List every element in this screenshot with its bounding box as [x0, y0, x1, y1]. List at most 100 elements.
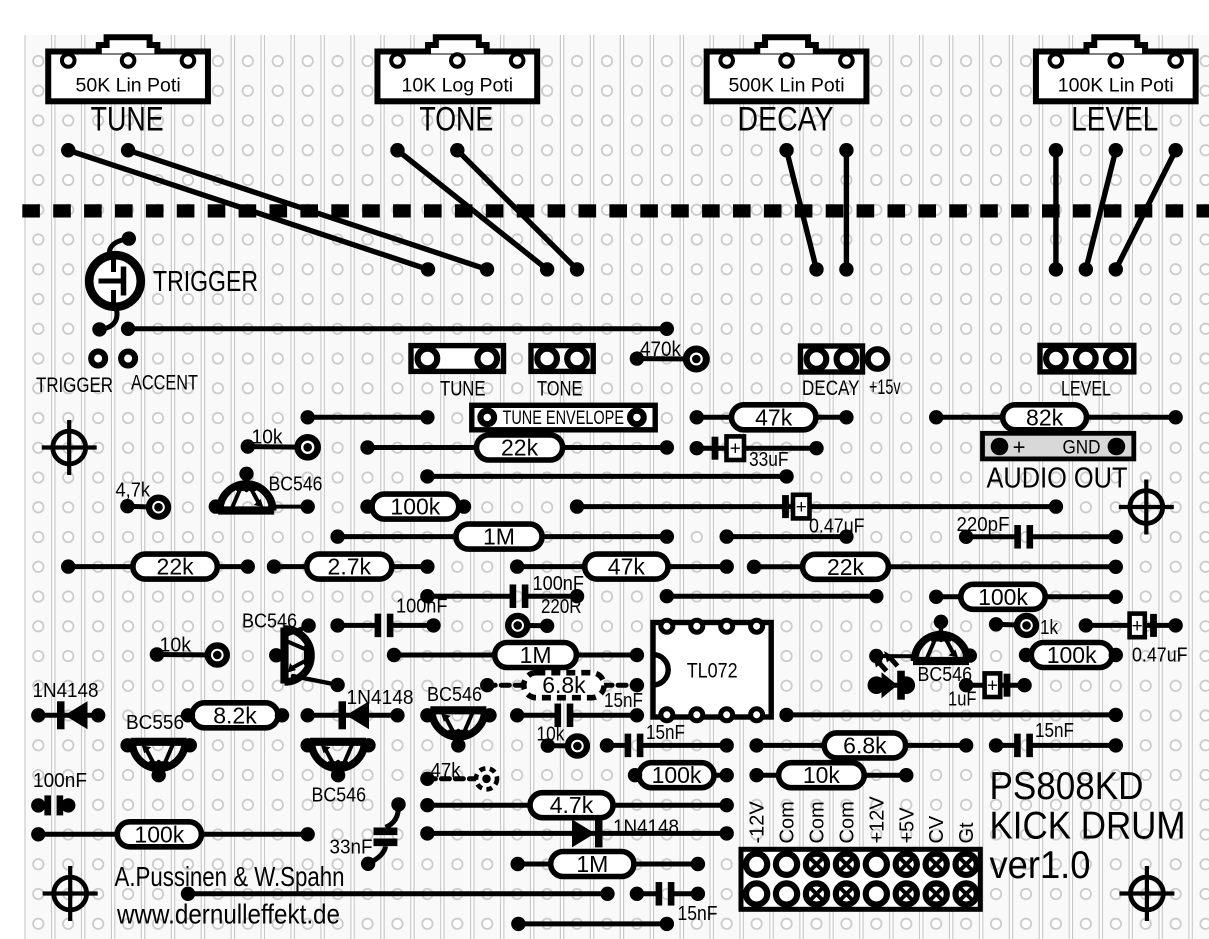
component-label: 33nF	[330, 836, 373, 859]
resistor-1M	[386, 639, 645, 671]
board-hole	[1049, 471, 1063, 484]
board-hole	[271, 54, 284, 68]
capacitor-100nF	[420, 584, 585, 608]
board-hole	[151, 292, 165, 306]
pad	[477, 407, 498, 428]
board-hole	[361, 233, 374, 246]
board-hole	[720, 292, 733, 306]
board-hole	[1199, 709, 1209, 722]
solder-dot	[929, 410, 944, 425]
pad-ring	[118, 348, 139, 369]
board-hole	[421, 233, 434, 246]
board-hole	[1019, 173, 1033, 187]
board-hole	[181, 590, 195, 603]
board-hole	[241, 679, 254, 692]
board-hole	[1199, 114, 1209, 127]
board-hole	[32, 887, 45, 901]
board-hole	[391, 352, 404, 365]
solder-dot	[869, 648, 884, 664]
board-hole	[1019, 114, 1033, 127]
board-hole	[1199, 917, 1209, 930]
board-hole	[750, 322, 763, 335]
separator-dash	[53, 204, 71, 218]
board-hole	[241, 590, 254, 603]
mounting-hole-crosshair	[1118, 479, 1174, 535]
capacitor-1uF: +	[958, 671, 1032, 700]
ic-pad	[718, 617, 736, 635]
component-label: BC546	[918, 664, 973, 686]
board-hole	[600, 768, 614, 782]
solder-dot	[90, 708, 106, 723]
solder-dot	[509, 559, 525, 574]
solder-dot	[659, 321, 675, 336]
solder-dot	[513, 621, 522, 630]
board-hole	[630, 114, 644, 127]
board-hole	[92, 233, 105, 246]
trigger-jack: TRIGGER	[84, 231, 258, 337]
board-hole	[989, 144, 1003, 157]
board-hole	[960, 798, 973, 811]
board-hole	[960, 441, 973, 454]
board-hole	[750, 382, 763, 395]
board-hole	[151, 530, 165, 544]
board-hole	[1019, 54, 1033, 68]
board-hole	[960, 114, 973, 127]
board-hole	[181, 768, 195, 782]
board-hole	[1049, 858, 1063, 871]
board-hole	[92, 858, 105, 871]
component-label: 220R	[541, 596, 582, 618]
board-hole	[1079, 144, 1092, 157]
board-hole	[241, 620, 254, 633]
separator-dash	[702, 204, 720, 218]
board-hole	[630, 292, 644, 306]
power-pin-label: Com	[806, 801, 828, 843]
board-hole	[840, 649, 853, 663]
wire-segment	[454, 147, 580, 273]
audio-out-label: AUDIO OUT	[987, 463, 1128, 495]
solder-dot	[569, 589, 585, 604]
board-hole	[810, 649, 823, 663]
solder-dot	[569, 499, 585, 514]
capacitor-33nF	[360, 797, 406, 871]
board-hole	[211, 114, 224, 127]
wire-segment	[394, 147, 550, 273]
solder-dot	[239, 466, 254, 481]
board-hole	[1139, 173, 1152, 187]
transistor-BC556	[120, 737, 197, 783]
board-hole	[1139, 441, 1152, 454]
board-hole	[92, 679, 105, 692]
board-hole	[600, 620, 614, 633]
pot-name-label: LEVEL	[1071, 101, 1158, 139]
component-label: TRIGGER	[36, 374, 113, 397]
solder-dot	[809, 441, 824, 456]
board-hole	[989, 84, 1003, 97]
resistor-body	[547, 848, 637, 880]
diode-1N4148	[300, 701, 405, 730]
wire-segment	[925, 638, 937, 659]
board-hole	[630, 54, 644, 68]
board-hole	[870, 263, 883, 276]
board-hole	[750, 828, 763, 841]
board-hole	[900, 828, 913, 841]
board-hole	[451, 620, 464, 633]
board-hole	[271, 798, 284, 811]
separator-dash	[22, 204, 40, 218]
board-hole	[271, 620, 284, 633]
board-hole	[989, 798, 1003, 811]
board-hole	[989, 917, 1003, 930]
wire-segment	[928, 886, 944, 902]
board-hole	[1109, 768, 1122, 782]
board-hole	[989, 322, 1003, 335]
board-hole	[660, 263, 673, 276]
board-hole	[989, 858, 1003, 871]
solder-dot	[1048, 143, 1064, 158]
board-hole	[900, 590, 913, 603]
resistor-value-label: 6.8k	[843, 732, 887, 758]
board-hole	[361, 54, 374, 68]
board-hole	[181, 679, 195, 692]
board-hole	[271, 739, 284, 752]
board-hole	[421, 292, 434, 306]
board-hole	[32, 739, 45, 752]
board-hole	[211, 620, 224, 633]
board-hole	[750, 114, 763, 127]
